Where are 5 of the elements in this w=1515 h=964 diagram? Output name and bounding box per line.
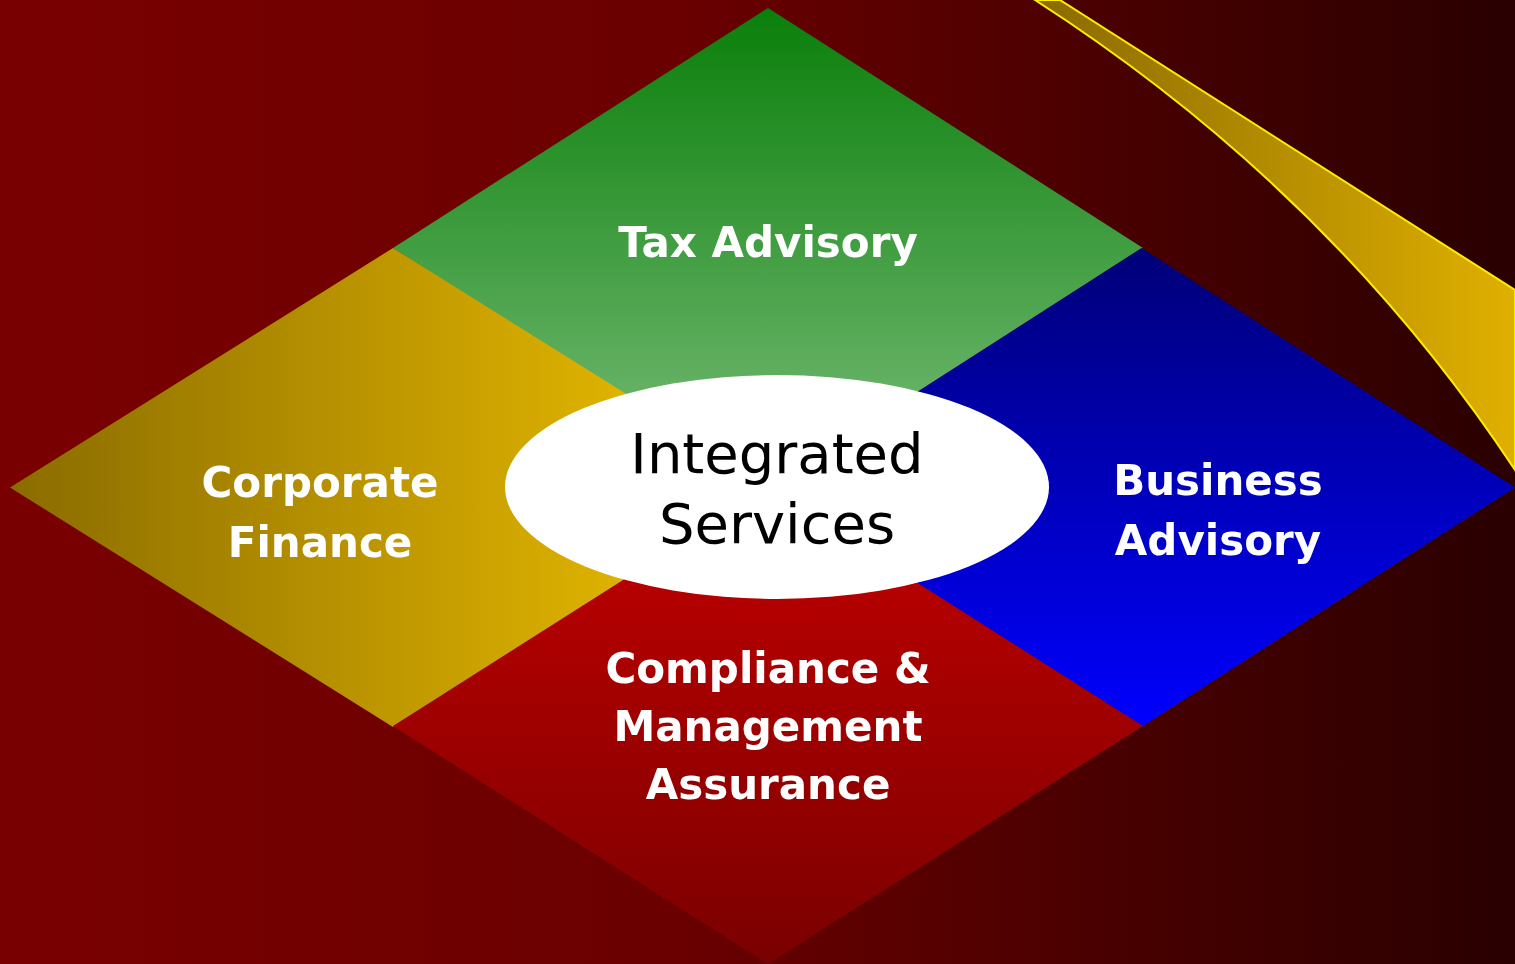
service-label: Tax Advisory: [617, 217, 919, 269]
service-label: Corporate Finance: [200, 457, 440, 569]
service-label: Integrated Services: [629, 420, 925, 558]
service-label: Business Advisory: [1112, 455, 1324, 567]
service-label: Compliance & Management Assurance: [604, 643, 932, 811]
